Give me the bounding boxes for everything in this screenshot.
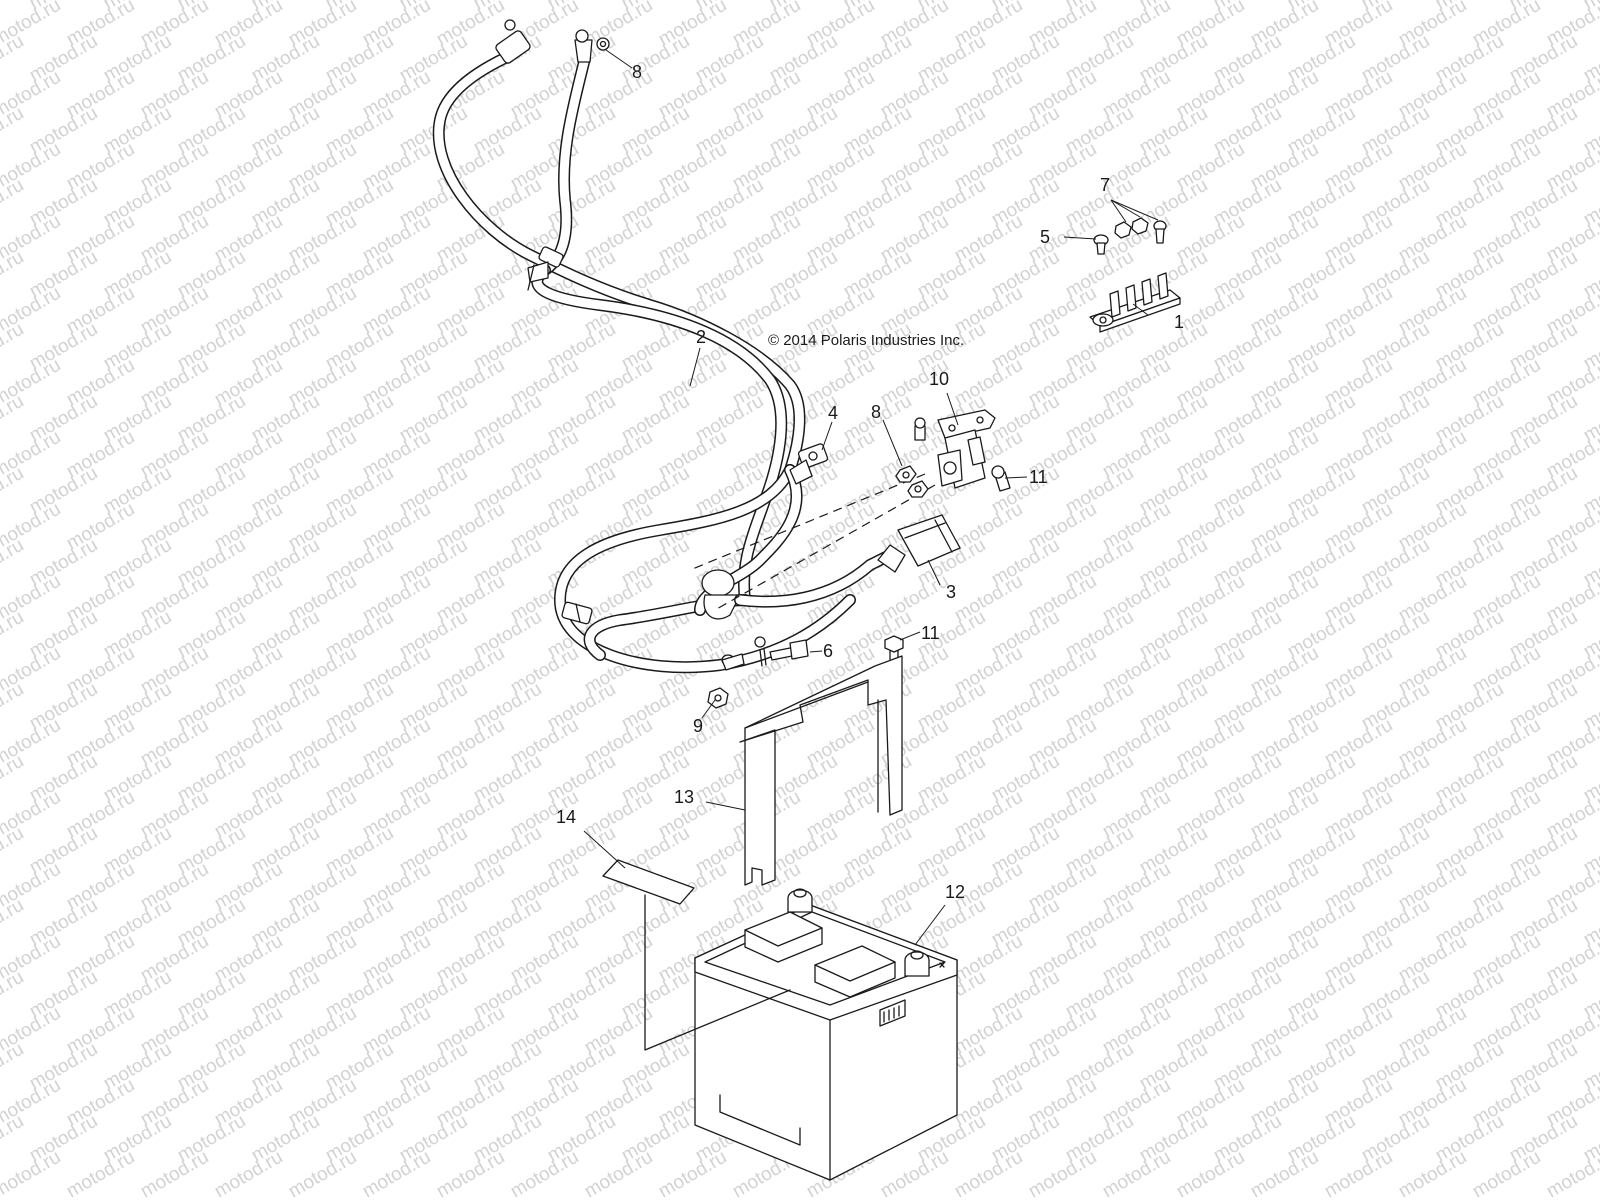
callout-6: 6 <box>823 641 833 661</box>
callout-10: 10 <box>929 369 949 389</box>
warning-label-14[interactable] <box>602 859 695 905</box>
callout-13: 13 <box>674 787 694 807</box>
cable-end-terminals <box>495 19 610 64</box>
callout-leaders <box>583 49 1159 946</box>
callout-5: 5 <box>1040 227 1050 247</box>
callout-14: 14 <box>556 807 576 827</box>
cable-clamp-4[interactable] <box>789 443 829 485</box>
watermark-text: motod.ru <box>0 1111 27 1167</box>
watermark-text: motod.ru <box>0 535 27 591</box>
watermark-text: motod.ru <box>0 391 27 447</box>
watermark-text: motod.ru <box>877 1147 952 1200</box>
watermark-text: motod.ru <box>0 463 27 519</box>
watermark-text: motod.ru <box>0 247 27 303</box>
watermark-text: motod.ru <box>951 1147 1026 1200</box>
nuts-7[interactable] <box>1114 217 1167 244</box>
watermark-text: motod.ru <box>1321 1147 1396 1200</box>
bolt-11-upper[interactable] <box>991 465 1011 492</box>
watermark-text: motod.ru <box>1395 1147 1470 1200</box>
watermark-text: motod.ru <box>1099 1147 1174 1200</box>
screw-5[interactable] <box>1093 234 1109 255</box>
watermark-text: motod.ru <box>0 607 27 663</box>
watermark-text: motod.ru <box>0 103 27 159</box>
cable-clamp-lower <box>561 601 593 625</box>
battery-bracket-13[interactable] <box>739 655 903 886</box>
watermark-text: motod.ru <box>0 1039 27 1095</box>
watermark-text: motod.ru <box>285 1147 360 1200</box>
callout-9: 9 <box>693 716 703 736</box>
callout-11-lower: 11 <box>921 623 940 643</box>
battery-12[interactable] <box>694 888 958 1181</box>
terminal-boot <box>701 569 741 620</box>
watermark-text: motod.ru <box>137 1147 212 1200</box>
watermark-text: motod.ru <box>0 967 27 1023</box>
bolt-11-lower[interactable] <box>884 635 904 664</box>
nut-8-mid[interactable] <box>895 465 917 483</box>
watermark-text: motod.ru <box>0 31 27 87</box>
callout-11-upper: 11 <box>1029 467 1048 487</box>
watermark-text: motod.ru <box>1469 1147 1544 1200</box>
washer-near-6 <box>721 636 766 671</box>
watermark-text: motod.ru <box>0 823 27 879</box>
watermark-text: motod.ru <box>0 751 27 807</box>
watermark-text: motod.ru <box>0 319 27 375</box>
watermark-text: motod.ru <box>433 1147 508 1200</box>
label-bracket-lines <box>644 894 791 1051</box>
watermark-text: motod.ru <box>1247 1147 1322 1200</box>
callout-7: 7 <box>1100 175 1110 195</box>
solenoid-10[interactable] <box>937 409 996 489</box>
copyright-notice: © 2014 Polaris Industries Inc. <box>768 332 964 349</box>
callout-12: 12 <box>945 882 965 902</box>
watermark-text: motod.ru <box>1025 1147 1100 1200</box>
watermark-text: motod.ru <box>211 1147 286 1200</box>
bolt-6[interactable] <box>759 639 809 667</box>
screw-near-10 <box>914 417 926 441</box>
cable-clamp-upper <box>527 246 564 291</box>
battery-cable-3[interactable] <box>734 514 961 608</box>
callout-3: 3 <box>946 582 956 602</box>
watermark-text: motod.ru <box>0 679 27 735</box>
callout-8-top: 8 <box>632 62 642 82</box>
watermark-text: motod.ru <box>0 175 27 231</box>
watermark-text: motod.ru <box>507 1147 582 1200</box>
watermark-text: motod.ru <box>655 1147 730 1200</box>
callout-8-mid: 8 <box>871 402 881 422</box>
watermark-text: motod.ru <box>0 895 27 951</box>
watermark-text: motod.ru <box>359 1147 434 1200</box>
nut-mid-2 <box>907 480 929 498</box>
callout-2: 2 <box>696 327 706 347</box>
watermark-text: motod.ru <box>1173 1147 1248 1200</box>
watermark-text: motod.ru <box>63 1147 138 1200</box>
callout-4: 4 <box>828 403 838 423</box>
callout-1: 1 <box>1174 312 1184 332</box>
watermark-text: motod.ru <box>581 1147 656 1200</box>
assembly-guide-lines <box>689 473 936 611</box>
